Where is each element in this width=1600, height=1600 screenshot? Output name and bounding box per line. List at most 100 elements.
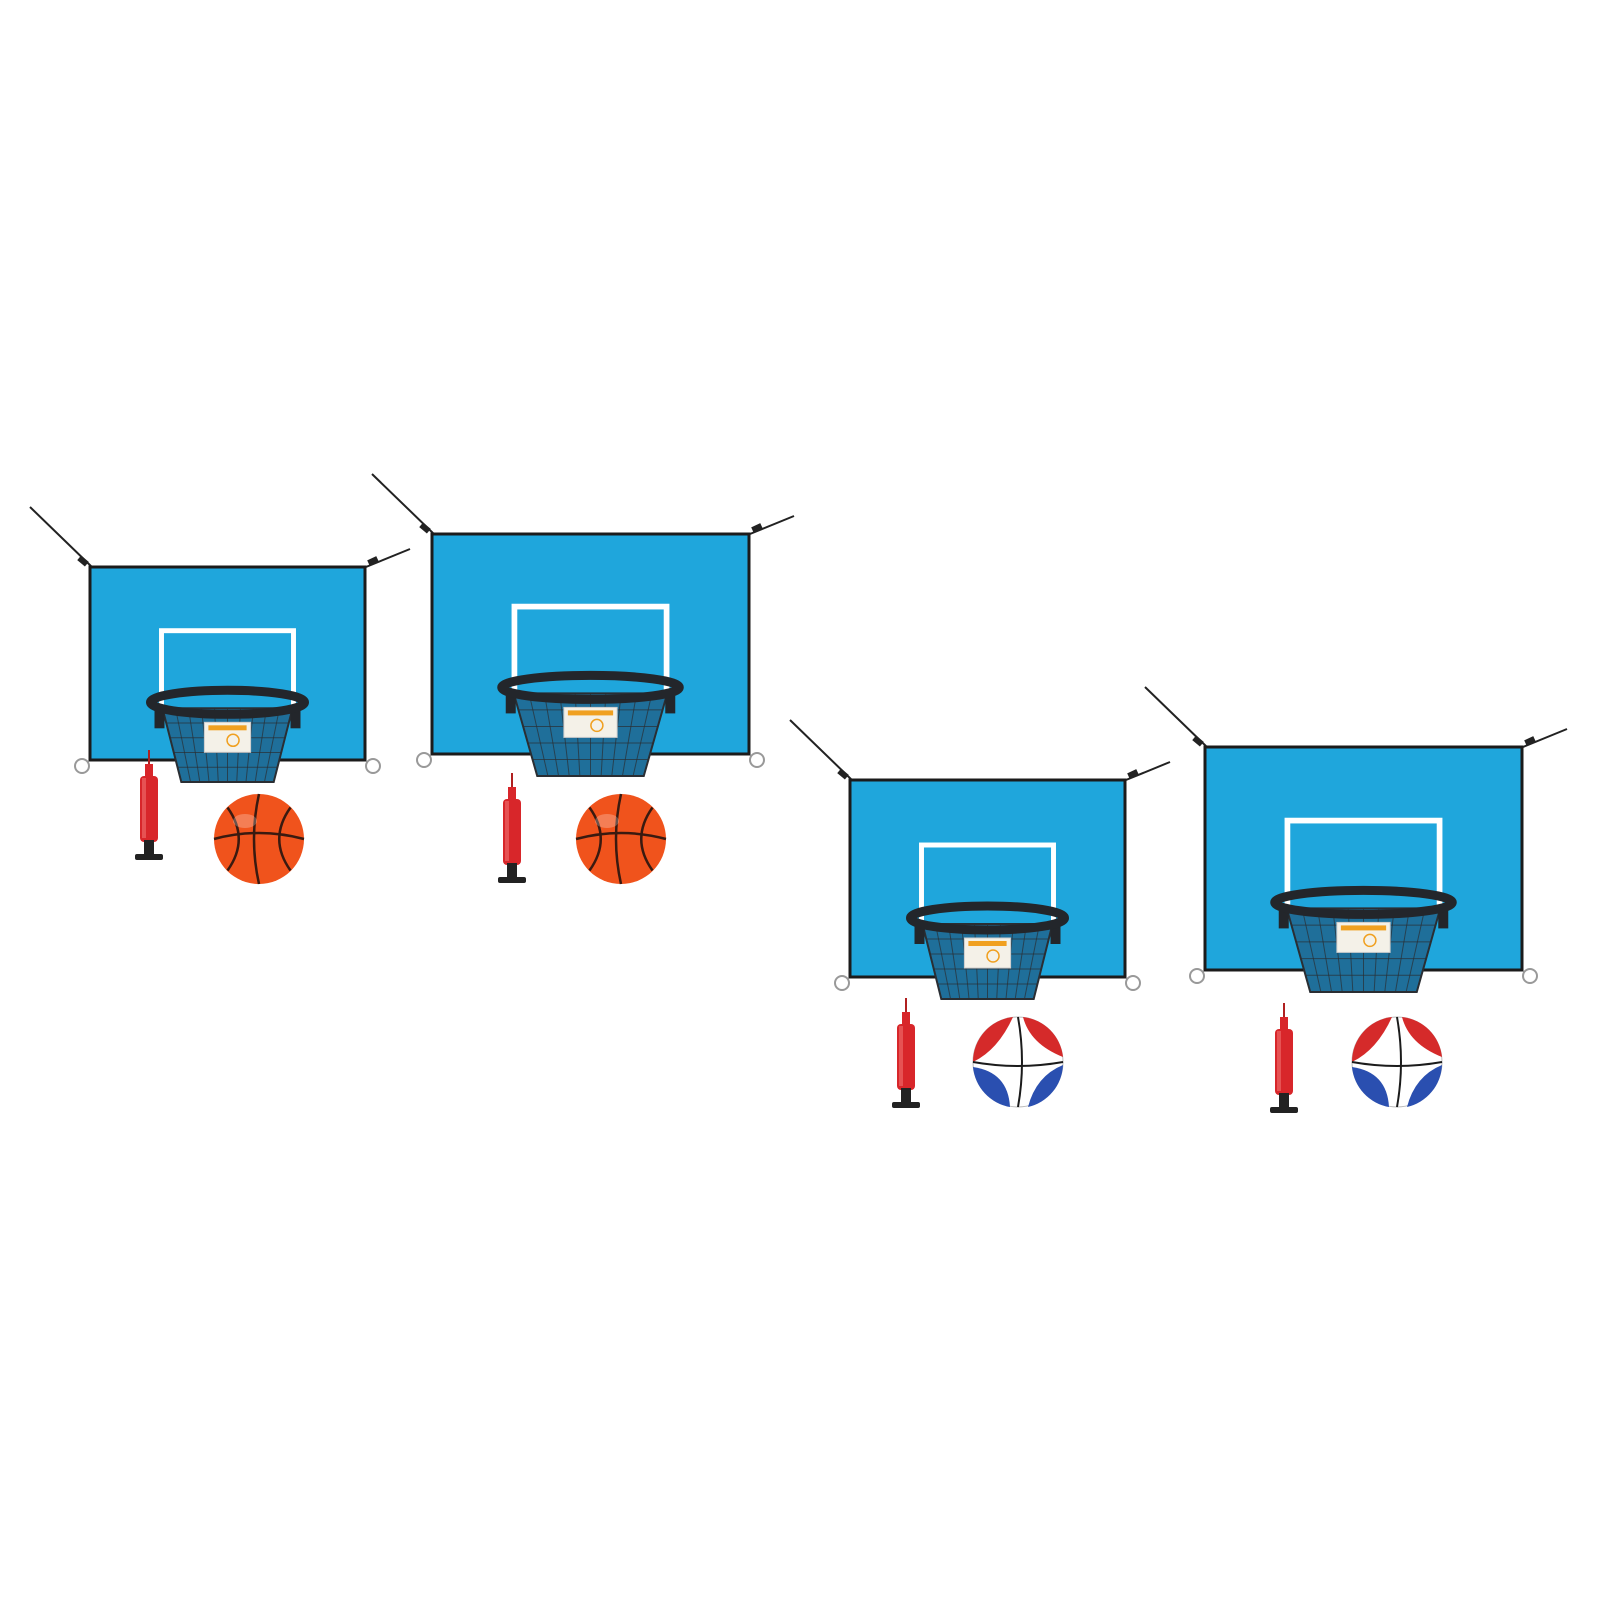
warning-tag-symbol [1363, 933, 1377, 948]
rim-mount-left [154, 706, 165, 729]
pump-stem [507, 863, 517, 879]
rim-mount-left [505, 691, 516, 714]
strap-buckle-left [419, 522, 431, 534]
net-mesh [621, 693, 638, 777]
net-mesh [1301, 908, 1322, 993]
ring-right [749, 752, 765, 768]
rim-mount-right [665, 691, 676, 714]
strap-buckle-right [1524, 736, 1536, 746]
net-mesh [175, 708, 192, 783]
pump-neck [508, 787, 516, 801]
hoop-set-4 [1144, 686, 1568, 1113]
strap-buckle-left [1192, 735, 1204, 747]
basketball-orange [214, 794, 304, 884]
pump-neck [1280, 1017, 1288, 1031]
rim [497, 670, 684, 704]
ball-seam [588, 806, 602, 872]
ring-left [834, 975, 850, 991]
ball-seam [640, 806, 654, 872]
strap-buckle-right [1127, 769, 1139, 779]
pump-neck [902, 1012, 910, 1026]
ball-panel-blue [1352, 1067, 1389, 1107]
net-mesh [543, 693, 560, 777]
strap-right [744, 515, 795, 537]
net-mesh [528, 693, 549, 777]
rim-mount-left [1278, 906, 1289, 929]
ball-seam [575, 831, 667, 841]
net-mesh [1014, 923, 1027, 1000]
ball-highlight [595, 814, 619, 828]
ring-right [1125, 975, 1141, 991]
ball-seam [252, 793, 261, 885]
net-mesh [263, 708, 280, 783]
pump-stem [144, 840, 154, 856]
strap-right [360, 548, 411, 570]
ring-left [74, 758, 90, 774]
strap-buckle-left [77, 555, 89, 567]
hoop-set-collection [29, 473, 1568, 1113]
net-mesh [935, 923, 952, 1000]
ring-left [416, 752, 432, 768]
ball-seam [213, 831, 305, 841]
pump-highlight [1277, 1031, 1281, 1091]
ball-panel-red [1023, 1017, 1063, 1057]
strap-buckle-right [751, 523, 763, 533]
pump-highlight [899, 1026, 903, 1086]
ball-seam [1017, 1016, 1023, 1108]
rim [1270, 885, 1457, 919]
pump-highlight [142, 778, 146, 838]
ball-panel-blue [1028, 1065, 1063, 1107]
pump-neck [145, 764, 153, 778]
ball-seam [1351, 1061, 1443, 1067]
net-mesh [632, 693, 653, 777]
ball-panel-blue [973, 1067, 1010, 1107]
warning-tag-symbol [226, 733, 240, 748]
net-mesh [1023, 923, 1040, 1000]
net-mesh [1316, 908, 1333, 993]
basketball-orange [576, 794, 666, 884]
rim-mount-left [914, 921, 925, 944]
strap-right [1517, 728, 1568, 750]
hoop-set-3 [789, 719, 1171, 1108]
pump-stem [901, 1088, 911, 1104]
ball-seam [972, 1061, 1064, 1067]
warning-tag-stripe [1340, 925, 1387, 931]
warning-tag-symbol [986, 949, 1000, 963]
strap-buckle-left [837, 768, 849, 780]
warning-tag-symbol [590, 718, 604, 733]
rim-mount-right [1438, 906, 1449, 929]
warning-tag-stripe [968, 940, 1007, 946]
rim-mount-right [290, 706, 301, 729]
ball-seam [278, 806, 292, 872]
ring-right [365, 758, 381, 774]
ball-panel-red [972, 1017, 1013, 1062]
warning-tag-stripe [567, 710, 614, 716]
net-mesh [254, 708, 267, 783]
hoop-set-2 [371, 473, 795, 885]
rim-mount-right [1050, 921, 1061, 944]
pump-foot [1270, 1107, 1298, 1113]
ball-panel-red [1402, 1017, 1442, 1057]
pump-stem [1279, 1093, 1289, 1109]
rim [906, 901, 1069, 935]
ring-left [1189, 968, 1205, 984]
ball-seam [226, 806, 240, 872]
net-mesh [188, 708, 201, 783]
ball-seam [1396, 1016, 1402, 1108]
rim [146, 685, 309, 719]
pump-foot [135, 854, 163, 860]
pump-foot [498, 877, 526, 883]
net-mesh [1405, 908, 1426, 993]
ring-right [1522, 968, 1538, 984]
pump-highlight [505, 801, 509, 861]
ball-seam [614, 793, 623, 885]
net-mesh [1394, 908, 1411, 993]
strap-buckle-right [367, 556, 379, 566]
net-mesh [948, 923, 961, 1000]
ball-highlight [233, 814, 257, 828]
ball-panel-blue [1407, 1065, 1442, 1107]
warning-tag-stripe [208, 725, 247, 731]
hoop-set-1 [29, 506, 411, 885]
ball-panel-red [1351, 1017, 1392, 1062]
